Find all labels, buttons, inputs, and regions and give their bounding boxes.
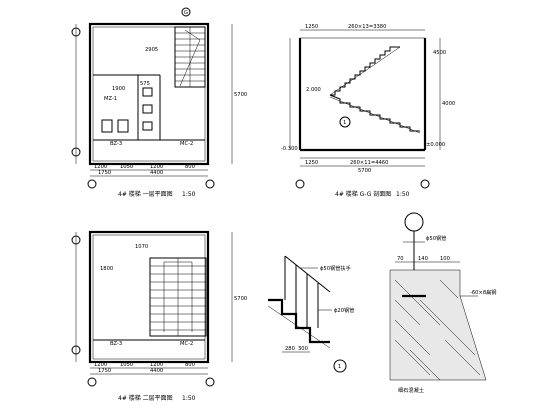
rail-note-mid: ϕ20钢管 [334, 306, 354, 314]
plan1-dim-b3: 1200 [150, 164, 163, 170]
plan1-dim-b1: 1200 [94, 164, 107, 170]
handrail-section-circle [404, 212, 424, 232]
axis-bubble [420, 179, 430, 189]
axis-bubble [87, 179, 97, 189]
plan2-dim-b2: 1050 [120, 362, 133, 368]
section-dim-top-2: 260×13=3380 [348, 24, 386, 30]
basin-fixture-2 [142, 104, 153, 114]
section-callout-circle [339, 116, 351, 128]
plan1-dim-2905: 2905 [145, 47, 158, 53]
section-dim-right-mid: 4000 [442, 101, 455, 107]
axis-bubble [87, 377, 97, 387]
section-dim-bottom-3: 5700 [358, 168, 371, 174]
axis-bubble [295, 179, 305, 189]
section-dim-left-level: 2.000 [306, 87, 321, 93]
post-dim-70: 70 [397, 256, 404, 262]
post-anchor-detail: ϕ50钢管 -60×8扁钢 70 140 100 细石混凝土 [389, 212, 497, 394]
toilet-fixture-2 [117, 119, 129, 133]
plan1-stair-flight [174, 26, 206, 88]
plan1-outer-wall [88, 22, 210, 166]
plan1-dim-b4: 800 [185, 164, 195, 170]
axis-bubble [71, 235, 81, 245]
plan1-label-mc: MC-2 [180, 141, 193, 147]
plan2-dim-1750: 1750 [98, 368, 111, 374]
post-note-fill: 细石混凝土 [398, 386, 424, 394]
plan2-label-mc: MC-2 [180, 341, 193, 347]
plan1-dim-b2: 1050 [120, 164, 133, 170]
plan1-label-bz: BZ-3 [110, 141, 122, 147]
plan2-stair-flight [149, 257, 207, 337]
rail-note-top: ϕ50钢管扶手 [320, 264, 351, 272]
section-frame [299, 37, 426, 151]
axis-bubble [71, 147, 81, 157]
section-title: 4# 楼梯 G-G 剖面图 [335, 190, 391, 198]
section-dim-bottom-2: 260×11=4460 [350, 160, 388, 166]
plan2-inner-wall [92, 234, 206, 360]
axis-label-g: G [184, 10, 188, 16]
plan2-dim-b1: 1200 [94, 362, 107, 368]
section-scale: 1:50 [396, 191, 410, 198]
axis-bubble [205, 377, 215, 387]
section-dim-right-bottom: ±0.000 [426, 142, 445, 148]
plan2-dim-1070: 1070 [135, 244, 148, 250]
post-note-top: ϕ50钢管 [426, 234, 446, 242]
section-g-g: 1 1250 260×13=3380 4500 4000 ±0.000 2.00… [281, 24, 455, 198]
axis-bubble [71, 27, 81, 37]
plan1-label-mz: MZ-1 [104, 96, 117, 102]
post-dim-100: 100 [440, 256, 450, 262]
basin-fixture-3 [142, 121, 153, 131]
post-dim-140: 140 [418, 256, 428, 262]
section-dim-top-1: 1250 [305, 24, 318, 30]
plan2-label-bz: BZ-3 [110, 341, 122, 347]
plan1-dim-5700: 5700 [234, 92, 247, 98]
plan1-dim-1750: 1750 [98, 170, 111, 176]
plan1-inner-wall [92, 26, 206, 162]
plan1-dim-1900: 1900 [112, 86, 125, 92]
section-dim-bottom-1: 1250 [305, 160, 318, 166]
toilet-fixture-1 [101, 119, 113, 133]
railing-detail: ϕ50钢管扶手 ϕ20钢管 280 300 1 [267, 255, 354, 373]
plan2-outer-wall [88, 230, 210, 364]
section-dim-level-neg: -0.300 [281, 146, 298, 152]
plan1-title: 4# 楼梯 一层平面图 [118, 190, 173, 198]
basin-fixture-1 [142, 87, 153, 97]
plan2-dim-4400: 4400 [150, 368, 163, 374]
axis-bubble [205, 179, 215, 189]
plan1-dim-575: 575 [140, 81, 150, 87]
section-dim-right-top: 4500 [433, 50, 446, 56]
plan1-dim-4400: 4400 [150, 170, 163, 176]
rail-dim-280: 280 [285, 346, 295, 352]
concrete-block [389, 269, 487, 381]
section-callout-text: 1 [343, 120, 346, 126]
plan-2-second-floor: 1070 1800 BZ-3 MC-2 1200 1050 1200 800 1… [71, 230, 247, 402]
plan1-scale: 1:50 [182, 191, 196, 198]
rail-callout-circle [333, 359, 347, 373]
plan-1-first-floor: G 2905 1900 575 BZ-3 MC-2 MZ-1 1200 1050… [71, 7, 247, 198]
post-note-plate: -60×8扁钢 [470, 288, 497, 296]
stair-steps [268, 298, 330, 344]
plan2-dim-b3: 1200 [150, 362, 163, 368]
plan2-title: 4# 楼梯 二层平面图 [118, 394, 173, 402]
axis-bubble-g [181, 7, 191, 17]
plan2-scale: 1:50 [182, 395, 196, 402]
plan2-dim-b4: 800 [185, 362, 195, 368]
rail-callout-text: 1 [338, 364, 341, 370]
rail-dim-300: 300 [298, 346, 308, 352]
axis-bubble [71, 345, 81, 355]
plan2-dim-1800: 1800 [100, 266, 113, 272]
plan2-dim-5700: 5700 [234, 296, 247, 302]
upper-flight [330, 46, 400, 96]
